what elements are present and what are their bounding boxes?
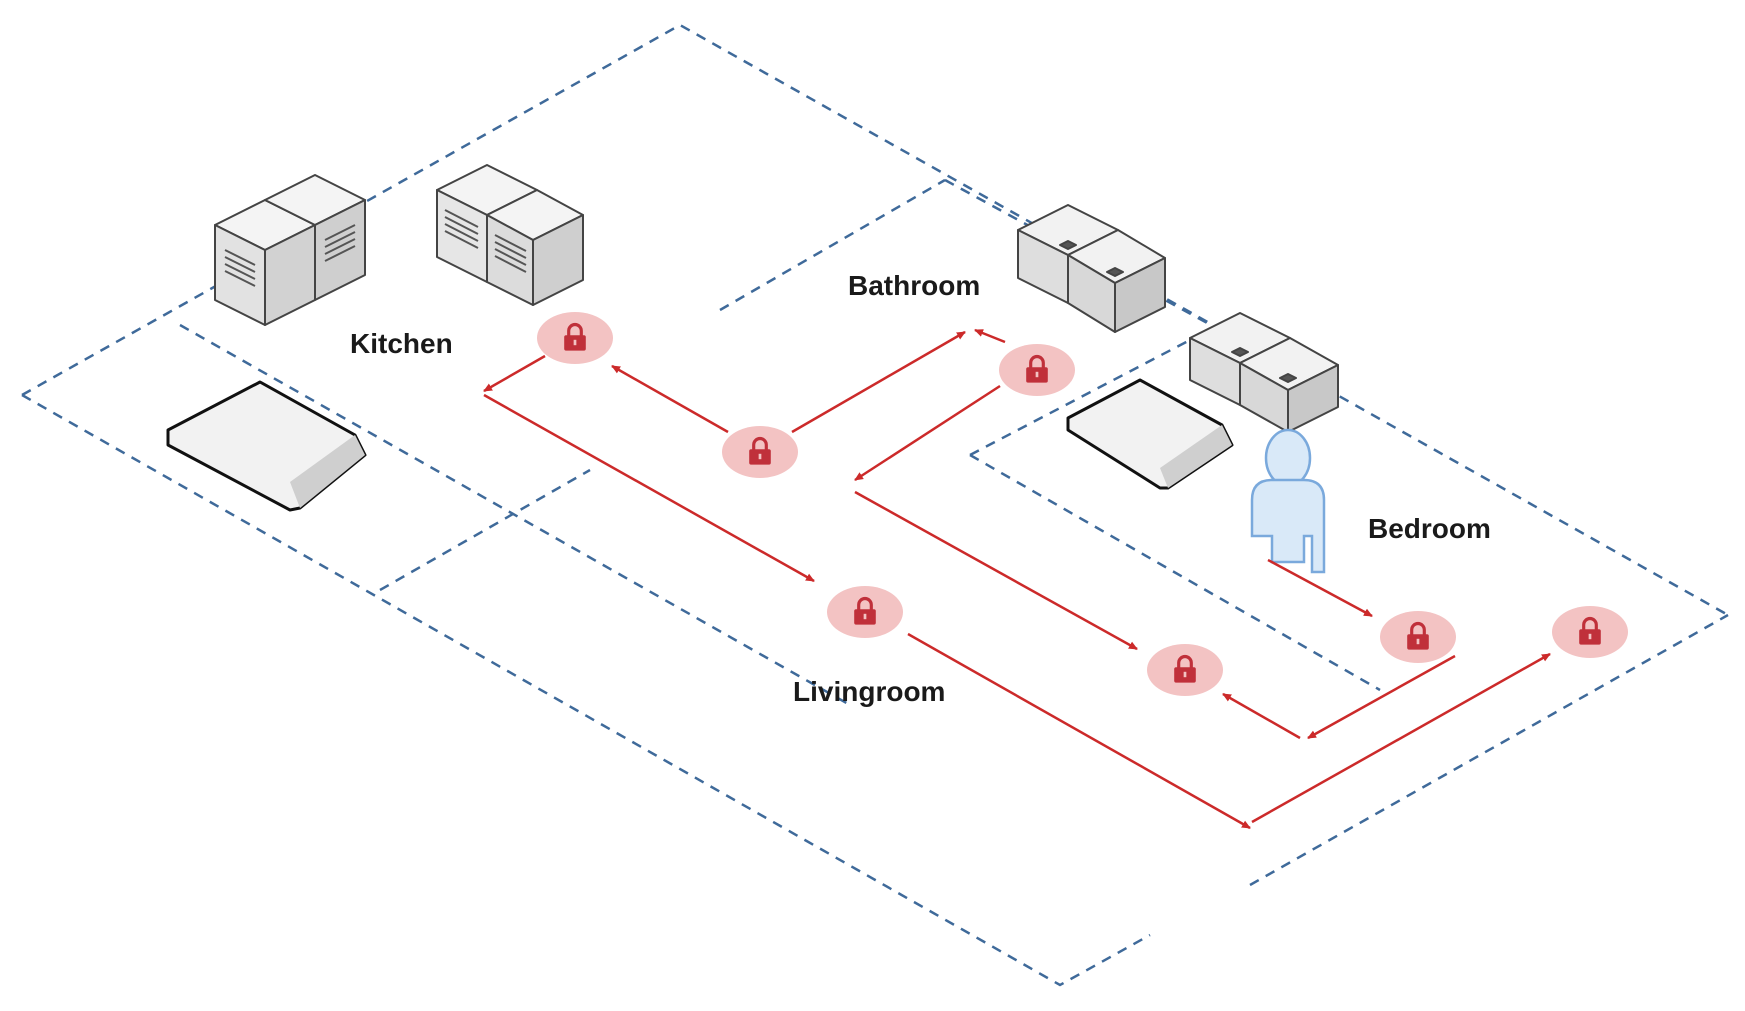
livingroom-top-wall [379,468,591,592]
kitchen-cabinet-left [214,174,366,326]
lock-node-kitchen [537,312,613,364]
bedroom-bed [1066,378,1234,490]
bathroom-inner-wall [944,178,1221,332]
lock-node-bedroom-corner [1552,606,1628,658]
lock-node-hall [722,426,798,478]
bedroom-bottom-wall [1249,613,1729,887]
path-n7-corner2 [1307,654,1456,740]
outer-boundary-top-left [21,23,1729,617]
path-corner3-n8 [1251,652,1551,824]
path-person-n7 [1267,558,1373,618]
kitchen-cabinet-right [436,164,584,306]
path-n2-n3 [791,330,966,434]
lock-node-bathroom [999,344,1075,396]
path-n5-corner3 [907,632,1251,830]
lock-node-bedroom [1380,611,1456,663]
outer-boundary-bottom [21,393,1151,987]
room-boundaries [21,23,1729,987]
bedroom-left-wall [969,453,1381,692]
lock-nodes [537,312,1628,696]
bedroom-top-wall [969,338,1191,457]
bathroom-sink-block [1017,204,1166,333]
person-icon [1250,428,1326,574]
kitchen-right-wall [179,323,851,707]
lock-node-bedroom-door [1147,644,1223,696]
connection-paths [483,328,1551,830]
path-corner2-n6 [1222,692,1301,740]
room-label-bedroom: Bedroom [1368,513,1491,544]
path-n1-corner [483,354,546,393]
lock-node-livingroom [827,586,903,638]
path-corner-n5 [483,393,815,583]
room-label-kitchen: Kitchen [350,328,453,359]
kitchen-bathroom-divider [719,178,946,312]
bedroom-sink-block [1189,312,1339,433]
path-n3-link [974,328,1006,344]
path-mid-n6 [854,490,1138,651]
kitchen-table [166,380,367,512]
path-n3-mid [854,384,1001,482]
room-label-livingroom: Livingroom [793,676,946,707]
path-n2-n1 [611,364,729,434]
room-label-bathroom: Bathroom [848,270,981,301]
